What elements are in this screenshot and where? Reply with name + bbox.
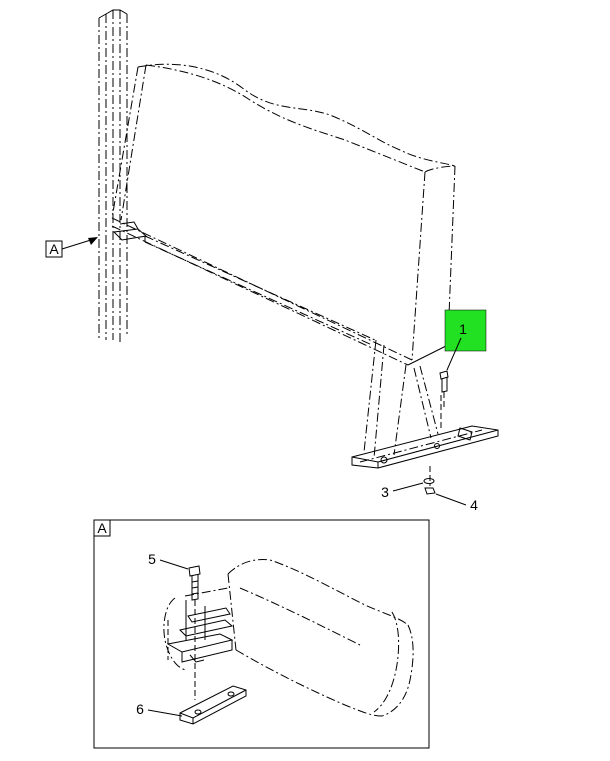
bolt-item-1 xyxy=(439,370,449,410)
view-label-a: A xyxy=(45,237,98,258)
detail-view-a: A xyxy=(93,519,430,749)
frame-post xyxy=(98,9,128,345)
washer-item-3 xyxy=(423,478,435,484)
callout-1-label: 1 xyxy=(459,321,467,337)
callout-4[interactable]: 4 xyxy=(435,493,478,513)
detail-panel xyxy=(227,559,414,717)
bolt-item-5 xyxy=(188,565,201,700)
detail-bracket xyxy=(163,587,234,671)
main-view: A 1 3 4 xyxy=(45,9,499,513)
callout-3-label: 3 xyxy=(381,484,389,500)
callout-1-highlight xyxy=(444,309,487,352)
detail-label-a-text: A xyxy=(97,520,107,536)
callout-6-label: 6 xyxy=(136,701,144,717)
view-label-a-text: A xyxy=(49,241,59,257)
mounting-base xyxy=(351,425,499,469)
support-bracket xyxy=(363,339,442,459)
callout-6[interactable]: 6 xyxy=(136,701,183,717)
nut-item-4 xyxy=(424,466,436,495)
detail-frame xyxy=(93,519,430,749)
callout-4-label: 4 xyxy=(470,497,478,513)
callout-5-label: 5 xyxy=(148,551,156,567)
callout-5[interactable]: 5 xyxy=(148,551,189,570)
plate-item-6 xyxy=(179,685,247,725)
callout-1[interactable]: 1 xyxy=(444,309,487,371)
detail-label-box xyxy=(93,519,111,537)
panel xyxy=(111,63,456,366)
callout-3[interactable]: 3 xyxy=(381,482,424,500)
